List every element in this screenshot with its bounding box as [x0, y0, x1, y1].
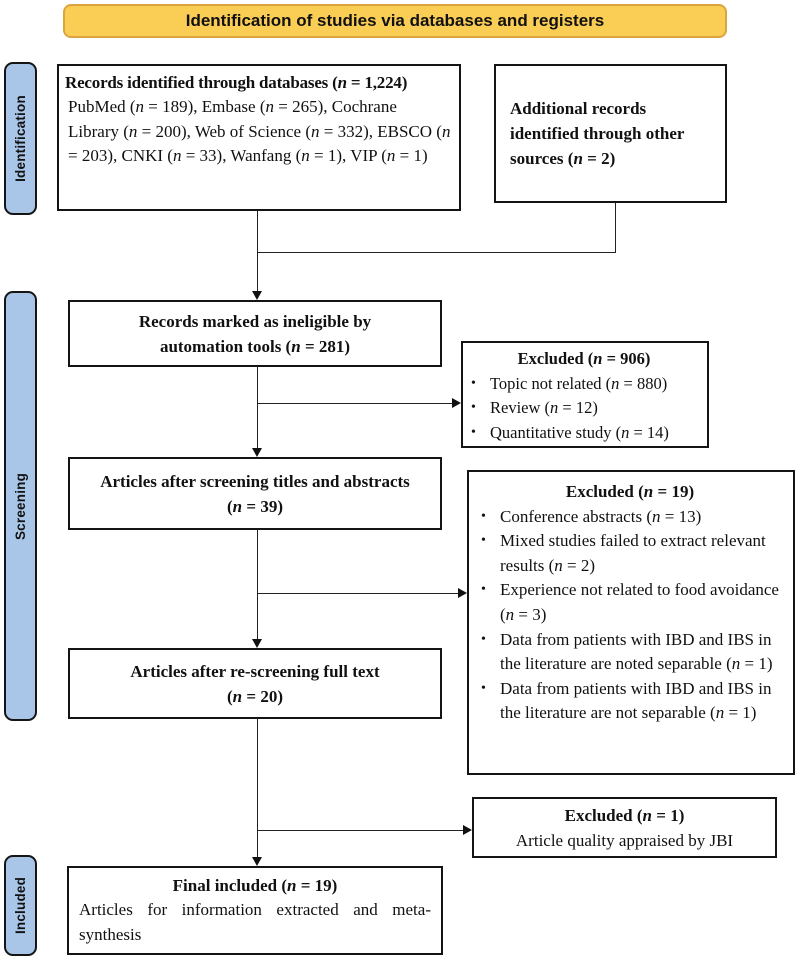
excluded-item: • Mixed studies failed to extract releva…	[475, 529, 785, 578]
box-title-line: Additional records	[510, 99, 647, 118]
box-title: Excluded (n = 1)	[564, 805, 685, 825]
box-title-line: Records marked as ineligible by	[138, 311, 372, 331]
arrowhead-right-icon	[463, 825, 472, 835]
box-final-included: Final included (n = 19) Articles for inf…	[67, 866, 443, 955]
box-title: Records identified through databases (n …	[65, 73, 408, 92]
box-title: Final included (n = 19)	[172, 876, 338, 895]
arrowhead-down-icon	[252, 639, 262, 648]
stage-tab-identification: Identification	[4, 62, 37, 215]
box-screened-titles-abstracts: Articles after screening titles and abst…	[68, 457, 442, 530]
excluded-item: • Review (n = 12)	[465, 396, 703, 421]
bullet-icon: •	[471, 375, 476, 391]
box-body: PubMed (n = 189), Embase (n = 265), Coch…	[68, 97, 451, 166]
stage-label-included: Included	[13, 876, 29, 935]
box-title-line: identified through other	[510, 124, 685, 143]
arrowhead-down-icon	[252, 857, 262, 866]
box-records-ineligible: Records marked as ineligible by automati…	[68, 300, 442, 367]
excluded-item-text: Quantitative study (n = 14)	[490, 422, 669, 442]
excluded-list: • Conference abstracts (n = 13) • Mixed …	[475, 505, 785, 726]
bullet-icon: •	[471, 424, 476, 440]
box-excluded-906: Excluded (n = 906) • Topic not related (…	[461, 341, 709, 448]
box-body: Article quality appraised by JBI	[515, 830, 734, 850]
bullet-icon: •	[481, 533, 486, 549]
bullet-icon: •	[481, 631, 486, 647]
arrowhead-down-icon	[252, 291, 262, 300]
stage-tab-screening: Screening	[4, 291, 37, 721]
banner: Identification of studies via databases …	[63, 4, 727, 38]
connector-line	[257, 252, 616, 254]
connector-line	[257, 830, 463, 832]
excluded-item-text: Data from patients with IBD and IBS in t…	[500, 629, 773, 674]
bullet-icon: •	[481, 582, 486, 598]
excluded-item-text: Experience not related to food avoidance…	[500, 580, 779, 624]
stage-tab-included: Included	[4, 855, 37, 956]
box-title-line: sources (n = 2)	[510, 149, 616, 168]
connector-line	[257, 366, 259, 448]
connector-line	[615, 203, 617, 253]
box-title-line: automation tools (n = 281)	[159, 336, 351, 356]
excluded-item: • Topic not related (n = 880)	[465, 372, 703, 397]
box-excluded-19: Excluded (n = 19) • Conference abstracts…	[467, 470, 795, 775]
excluded-item-text: Conference abstracts (n = 13)	[500, 506, 702, 526]
excluded-item: • Data from patients with IBD and IBS in…	[475, 677, 785, 726]
stage-label-identification: Identification	[13, 95, 28, 182]
excluded-item-text: Topic not related (n = 880)	[490, 373, 668, 393]
connector-line	[257, 529, 259, 639]
bullet-icon: •	[481, 680, 486, 696]
connector-line	[257, 211, 259, 291]
arrowhead-right-icon	[452, 398, 461, 408]
excluded-item: • Data from patients with IBD and IBS in…	[475, 628, 785, 677]
excluded-list: • Topic not related (n = 880) • Review (…	[465, 372, 703, 446]
box-additional-records: Additional records identified through ot…	[494, 64, 727, 203]
excluded-item-text: Review (n = 12)	[490, 398, 598, 417]
box-title: Excluded (n = 906)	[517, 349, 651, 368]
connector-line	[257, 403, 452, 405]
bullet-icon: •	[481, 508, 486, 524]
box-body: Articles for information extracted and m…	[79, 900, 431, 944]
banner-label: Identification of studies via databases …	[185, 11, 605, 30]
box-title-line: (n = 20)	[227, 686, 283, 706]
excluded-item: • Conference abstracts (n = 13)	[475, 505, 785, 530]
box-rescreened-fulltext: Articles after re-screening full text (n…	[68, 648, 442, 719]
box-records-identified: Records identified through databases (n …	[57, 64, 461, 211]
box-title-line: Articles after screening titles and abst…	[100, 471, 410, 491]
stage-label-screening: Screening	[13, 472, 29, 540]
connector-line	[257, 718, 259, 857]
excluded-item: • Experience not related to food avoidan…	[475, 578, 785, 627]
box-title-line: (n = 39)	[227, 496, 283, 516]
arrowhead-down-icon	[252, 448, 262, 457]
excluded-item-text: Mixed studies failed to extract relevant…	[500, 531, 766, 575]
arrowhead-right-icon	[458, 588, 467, 598]
excluded-item: • Quantitative study (n = 14)	[465, 421, 703, 446]
box-excluded-1: Excluded (n = 1) Article quality apprais…	[472, 797, 777, 858]
box-title-line: Articles after re-screening full text	[130, 661, 380, 681]
connector-line	[257, 593, 458, 595]
excluded-item-text: Data from patients with IBD and IBS in t…	[500, 678, 772, 723]
box-title: Excluded (n = 19)	[565, 482, 695, 501]
bullet-icon: •	[471, 400, 476, 415]
